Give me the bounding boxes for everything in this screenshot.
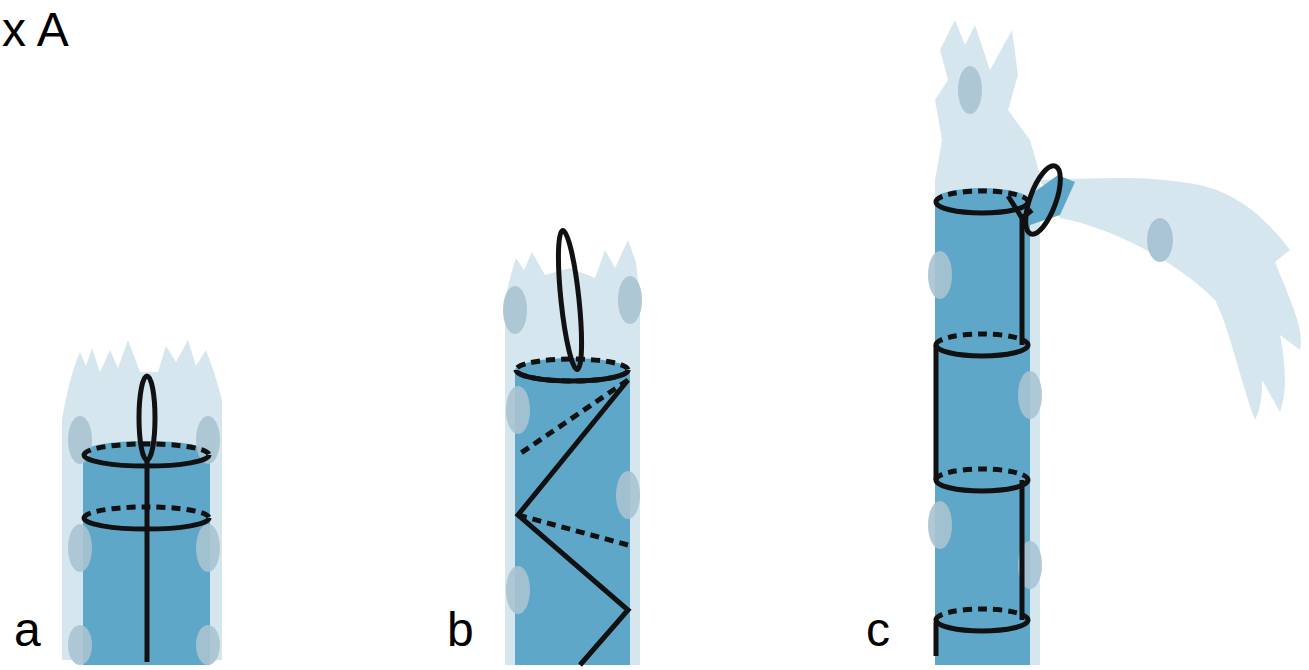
nuclei [928, 66, 1042, 589]
suture [936, 162, 1068, 656]
nucleus [1147, 218, 1173, 262]
vessel-a [62, 340, 222, 665]
vessel-b [503, 229, 642, 665]
panel-letter: a [14, 606, 41, 654]
suture [516, 229, 628, 665]
cell-top [935, 20, 1040, 665]
tube [83, 452, 210, 665]
suture [84, 376, 209, 662]
vessel-c [928, 20, 1301, 665]
panel-letter: c [866, 606, 890, 654]
panel-title: x A [2, 6, 69, 54]
tube [515, 370, 630, 665]
panel-letter: b [447, 606, 474, 654]
migrating-cell [1040, 178, 1301, 420]
